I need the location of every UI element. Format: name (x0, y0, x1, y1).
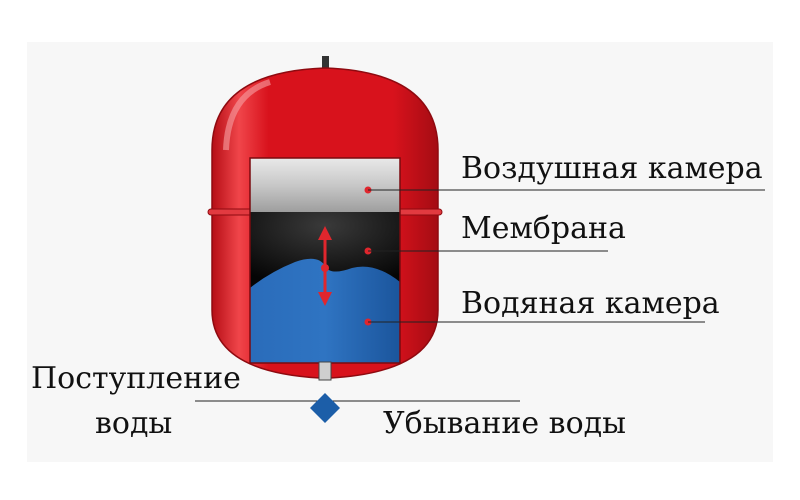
top-air-valve (322, 56, 329, 74)
flow-arrow-icon (318, 226, 332, 306)
bottom-nozzle (318, 361, 332, 381)
pointer-membrane (364, 247, 608, 255)
label-water-chamber: Водяная камера (461, 286, 720, 321)
label-membrane: Мембрана (461, 211, 626, 246)
pointer-water (364, 318, 705, 326)
air-chamber (250, 158, 400, 212)
label-water-inflow-line1: Поступление (31, 361, 241, 396)
label-water-outflow: Убывание воды (383, 406, 626, 441)
tank-highlight (223, 79, 271, 151)
valve-diamond-icon (310, 393, 340, 423)
pointer-air (364, 186, 765, 194)
label-air-chamber: Воздушная камера (461, 151, 763, 186)
label-water-inflow-line2: воды (95, 406, 173, 441)
